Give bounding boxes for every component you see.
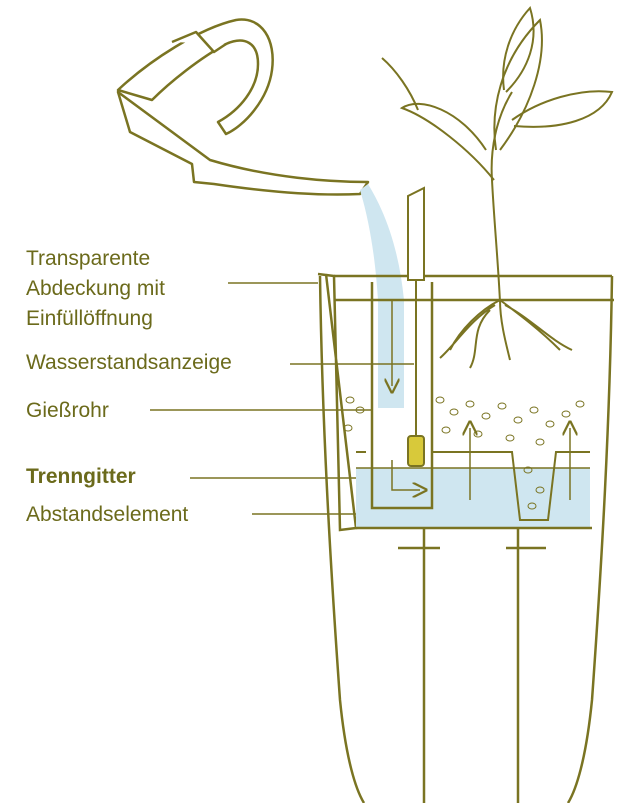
watering-can-icon bbox=[118, 20, 368, 195]
planter-outline bbox=[318, 274, 614, 803]
label-cover-line-2: Abdeckung mit bbox=[26, 274, 226, 304]
label-cover-line-3: Einfüllöffnung bbox=[26, 304, 226, 334]
water-stream bbox=[360, 184, 404, 408]
water-level-indicator bbox=[408, 188, 424, 466]
water-reservoir bbox=[356, 468, 590, 528]
planter-stand bbox=[398, 528, 546, 803]
label-fill-tube: Gießrohr bbox=[26, 396, 109, 426]
label-spacer-element: Abstandselement bbox=[26, 500, 188, 530]
label-cover: Transparente Abdeckung mit Einfüllöffnun… bbox=[26, 244, 226, 334]
label-water-level-indicator: Wasserstandsanzeige bbox=[26, 348, 232, 378]
label-cover-line-1: Transparente bbox=[26, 244, 226, 274]
label-separating-grid: Trenngitter bbox=[26, 462, 136, 492]
